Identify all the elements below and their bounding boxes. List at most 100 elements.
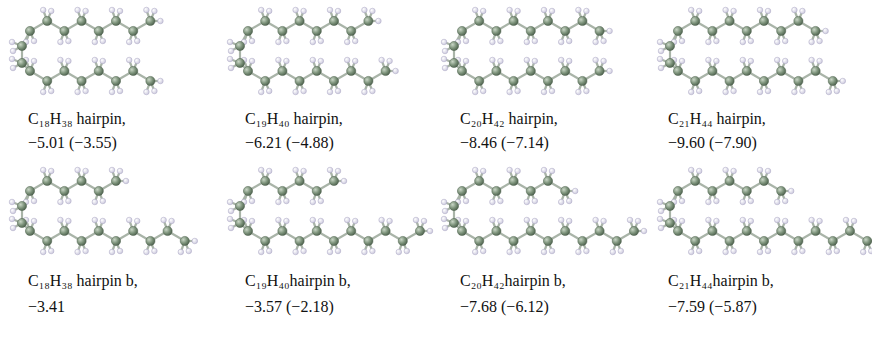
carbon-atom: [777, 186, 786, 195]
hydrogen-atom: [731, 248, 737, 254]
hydrogen-atom: [301, 88, 307, 94]
hydrogen-atom: [276, 57, 282, 63]
hydrogen-atom: [117, 248, 123, 254]
carbon-atom: [43, 176, 52, 185]
carbon-atom: [691, 16, 700, 25]
carbon-atom: [17, 201, 26, 210]
carbon-atom: [475, 236, 484, 245]
hydrogen-atom: [75, 7, 81, 13]
carbon-atom: [43, 16, 52, 25]
hydrogen-atom: [696, 88, 702, 94]
carbon-atom: [449, 41, 458, 50]
carbon-atom: [691, 236, 700, 245]
hydrogen-atom: [301, 248, 307, 254]
carbon-atom: [347, 66, 356, 75]
hydrogen-atom: [284, 198, 290, 204]
hydrogen-atom: [696, 8, 702, 14]
carbon-atom: [708, 26, 717, 35]
hydrogen-atom: [740, 199, 746, 205]
carbon-atom: [811, 226, 820, 235]
hydrogen-atom: [75, 89, 81, 95]
hydrogen-atom: [441, 216, 447, 222]
hydrogen-atom: [10, 65, 16, 71]
hydrogen-atom: [258, 7, 264, 13]
molecule-caption: C₂₀H₄₂hairpin b,: [460, 272, 566, 290]
hydrogen-atom: [658, 65, 664, 71]
hydrogen-atom: [227, 199, 233, 205]
carbon-atom: [129, 66, 138, 75]
hydrogen-atom: [341, 178, 347, 184]
hydrogen-atom: [228, 225, 234, 231]
carbon-atom: [811, 66, 820, 75]
hydrogen-atom: [441, 56, 447, 62]
carbon-atom: [111, 176, 120, 185]
hydrogen-atom: [498, 218, 504, 224]
hydrogen-atom: [249, 58, 255, 64]
hydrogen-atom: [327, 167, 333, 173]
carbon-atom: [60, 66, 69, 75]
hydrogen-atom: [109, 7, 115, 13]
hydrogen-atom: [657, 199, 663, 205]
carbon-atom: [347, 226, 356, 235]
hydrogen-atom: [284, 38, 290, 44]
hydrogen-atom: [800, 88, 806, 94]
hydrogen-atom: [541, 7, 547, 13]
hydrogen-atom: [723, 249, 729, 255]
alkane-molecule: [441, 167, 647, 255]
hydrogen-atom: [10, 208, 16, 214]
hydrogen-atom: [249, 218, 255, 224]
carbon-atom: [146, 16, 155, 25]
carbon-atom: [94, 226, 103, 235]
carbon-atom: [347, 26, 356, 35]
carbon-atom: [725, 76, 734, 85]
hydrogen-atom: [75, 249, 81, 255]
hydrogen-atom: [344, 217, 350, 223]
hydrogen-atom: [480, 168, 486, 174]
hydrogen-atom: [809, 57, 815, 63]
hydrogen-atom: [765, 88, 771, 94]
hydrogen-atom: [441, 199, 447, 205]
hydrogen-atom: [607, 68, 613, 74]
carbon-atom: [665, 41, 674, 50]
hydrogen-atom: [679, 38, 685, 44]
hydrogen-atom: [152, 8, 158, 14]
hydrogen-atom: [144, 249, 150, 255]
hydrogen-atom: [228, 65, 234, 71]
hydrogen-atom: [558, 39, 564, 45]
hydrogen-atom: [610, 249, 616, 255]
carbon-atom: [329, 236, 338, 245]
hydrogen-atom: [515, 168, 521, 174]
hydrogen-atom: [463, 198, 469, 204]
hydrogen-atom: [541, 249, 547, 255]
hydrogen-atom: [706, 39, 712, 45]
hydrogen-atom: [310, 39, 316, 45]
hydrogen-atom: [169, 218, 175, 224]
carbon-atom: [725, 16, 734, 25]
carbon-atom: [364, 16, 373, 25]
hydrogen-atom: [658, 225, 664, 231]
hydrogen-atom: [524, 199, 530, 205]
hydrogen-atom: [31, 58, 37, 64]
carbon-atom: [526, 26, 535, 35]
hydrogen-atom: [48, 88, 54, 94]
hydrogen-atom: [442, 48, 448, 54]
carbon-atom: [708, 186, 717, 195]
hydrogen-atom: [809, 217, 815, 223]
molecule-caption: C₁₈H₃₈ hairpin,: [28, 110, 126, 128]
hydrogen-atom: [83, 248, 89, 254]
carbon-atom: [449, 201, 458, 210]
hydrogen-atom: [144, 7, 150, 13]
hydrogen-atom: [748, 218, 754, 224]
hydrogen-atom: [117, 168, 123, 174]
carbon-atom: [312, 186, 321, 195]
carbon-atom: [777, 226, 786, 235]
hydrogen-atom: [370, 88, 376, 94]
carbon-atom: [629, 226, 638, 235]
hydrogen-atom: [498, 198, 504, 204]
hydrogen-atom: [688, 7, 694, 13]
hydrogen-atom: [627, 217, 633, 223]
hydrogen-atom: [618, 248, 624, 254]
hydrogen-atom: [344, 57, 350, 63]
carbon-atom: [278, 226, 287, 235]
hydrogen-atom: [48, 248, 54, 254]
